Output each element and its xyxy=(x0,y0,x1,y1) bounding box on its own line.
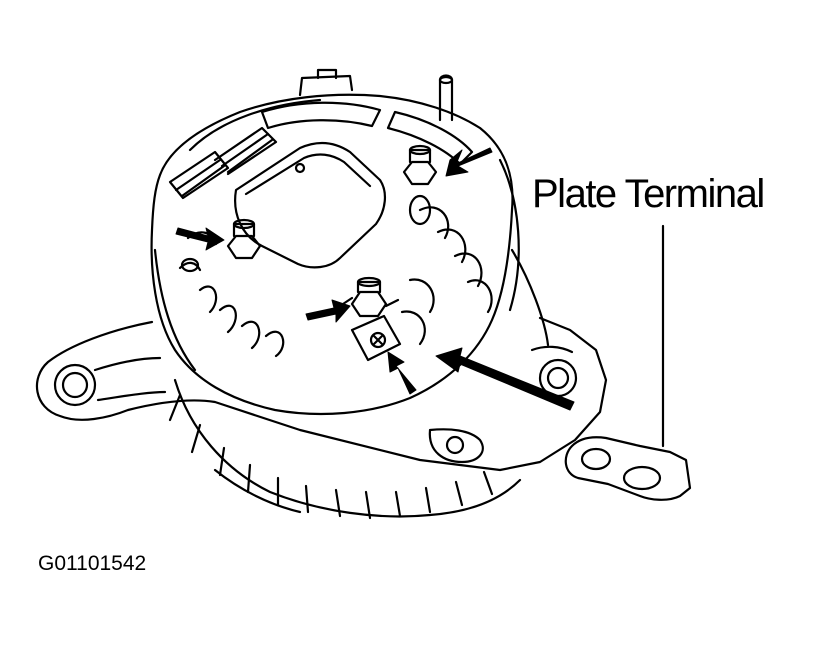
mounting-bracket xyxy=(35,316,608,472)
nut-icon xyxy=(338,276,400,318)
cooling-fins-side xyxy=(178,194,493,358)
arrow-icon xyxy=(387,351,417,395)
figure-id: G01101542 xyxy=(38,552,147,575)
top-terminal-stud xyxy=(298,68,454,122)
nut-icon xyxy=(226,218,262,260)
rear-cover xyxy=(150,93,550,416)
bolt-icon xyxy=(350,314,402,362)
arrow-icon xyxy=(445,147,493,177)
plate-terminal xyxy=(564,436,692,501)
arrow-icon xyxy=(175,227,225,251)
arrow-icon xyxy=(305,299,351,323)
nut-icon xyxy=(402,144,438,186)
plate-terminal-label: Plate Terminal xyxy=(532,172,765,216)
arrow-icon xyxy=(435,347,575,411)
front-housing xyxy=(168,378,522,520)
